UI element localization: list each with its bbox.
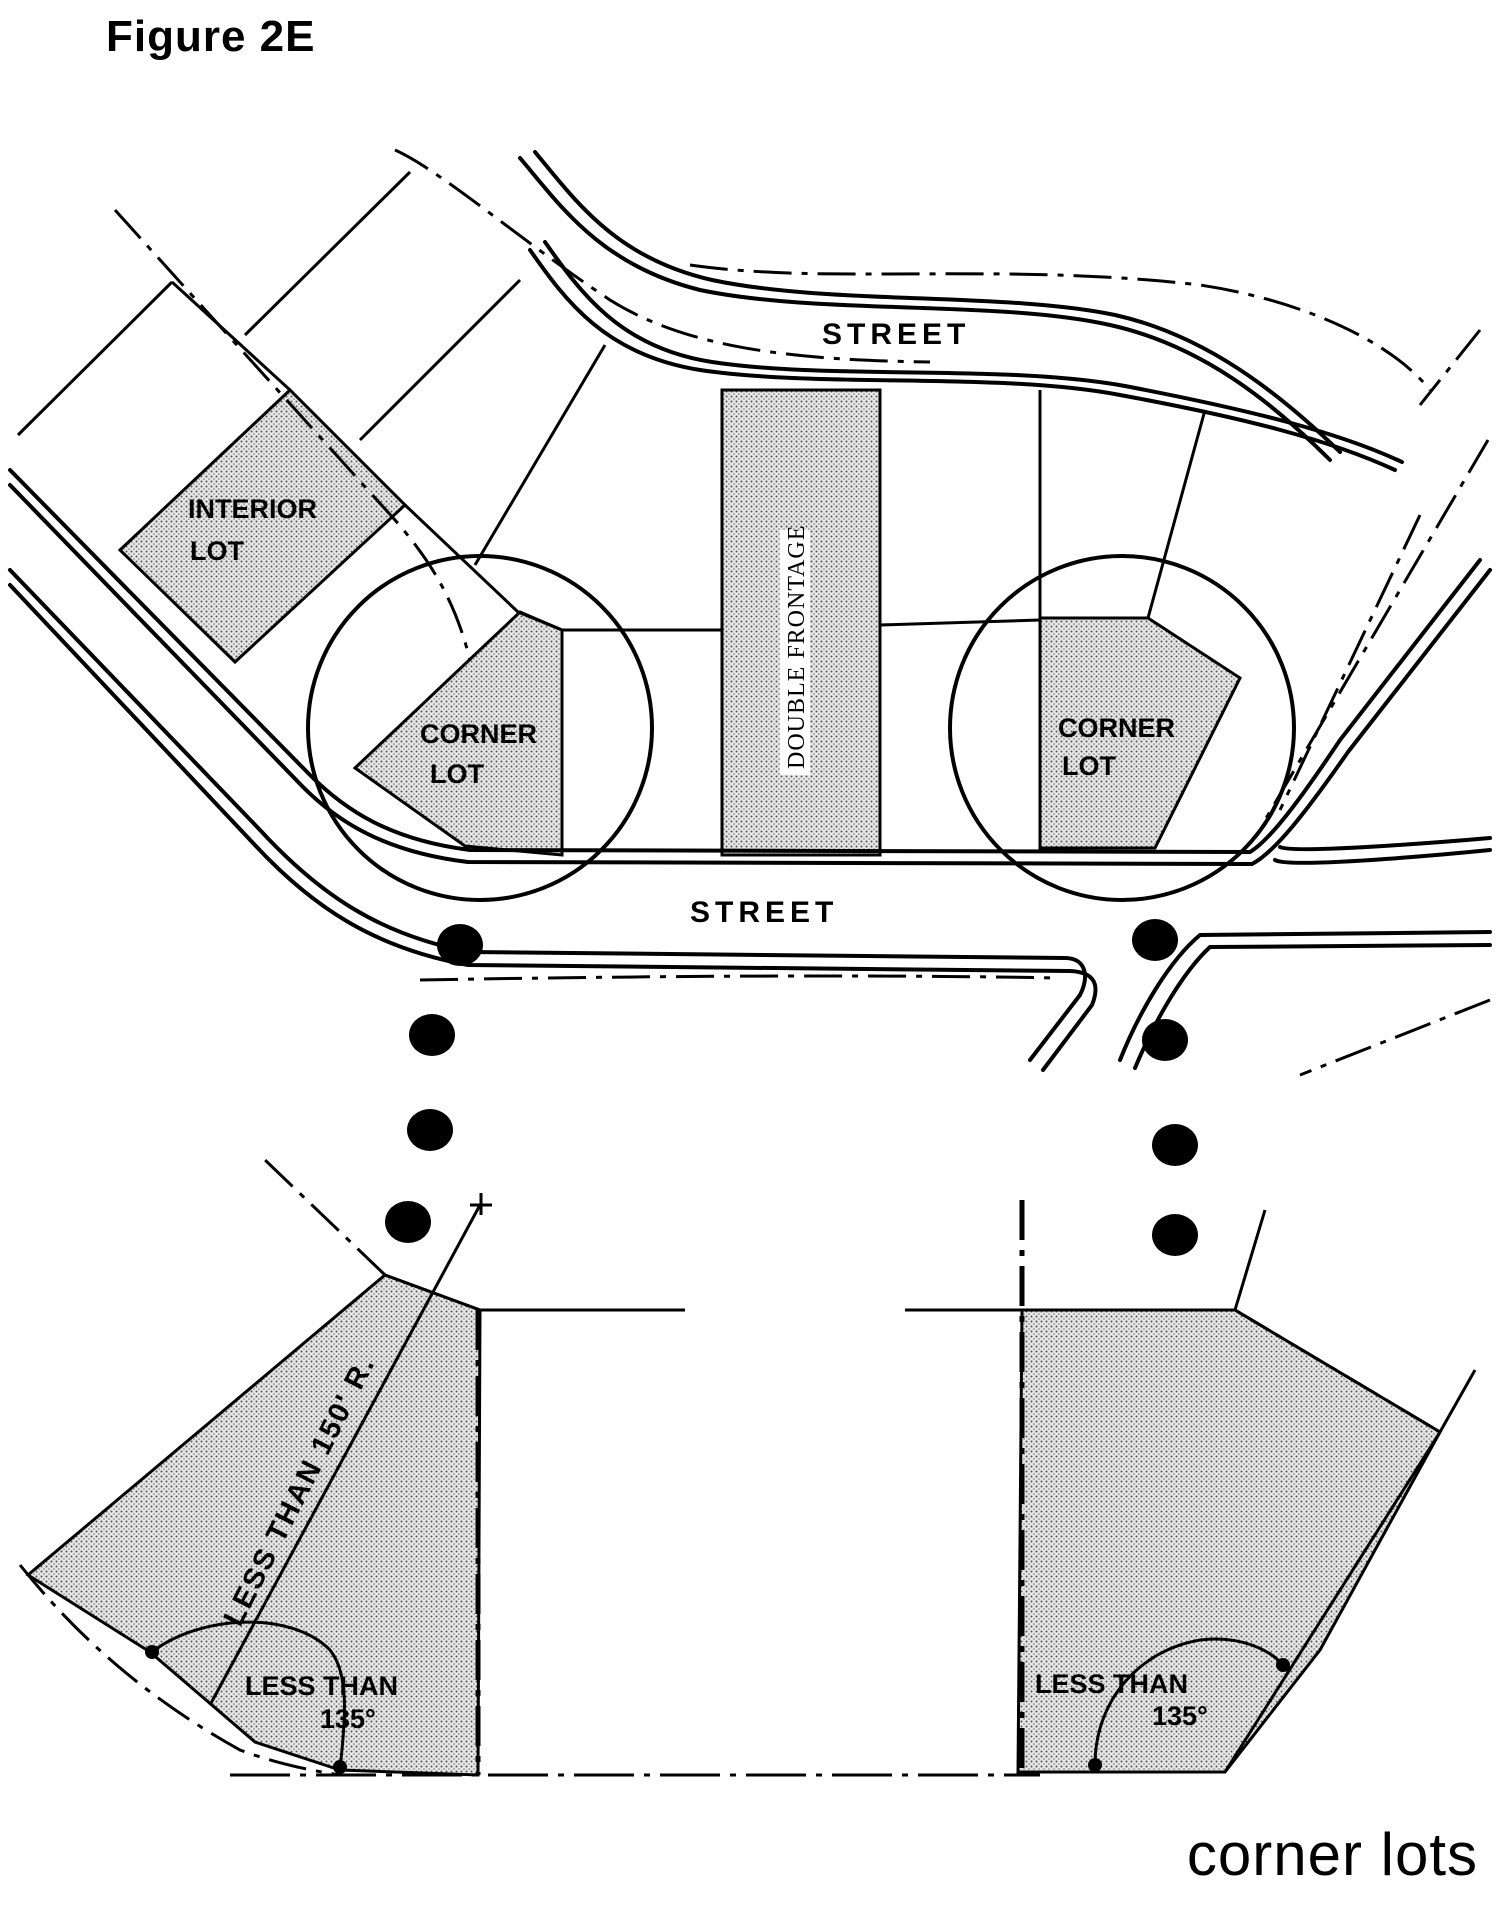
street-label-bottom: STREET — [690, 896, 838, 929]
interior-lot-label-line1: INTERIOR — [188, 494, 317, 524]
corner-lot-right-circle — [948, 554, 1296, 902]
detail-right-lines — [905, 1200, 1477, 1773]
detail-right-lot — [1016, 1308, 1443, 1774]
corner-lot-left-circle — [306, 554, 654, 902]
angle-left-label-line2: 135° — [320, 1704, 376, 1734]
connector-dots — [385, 919, 1198, 1256]
double-frontage-label: DOUBLE FRONTAGE — [784, 525, 810, 769]
caption: corner lots — [1186, 1821, 1478, 1888]
detail-left-lines — [18, 1158, 1040, 1777]
property-lines — [113, 148, 1491, 1077]
corner-lot-left-label-line2: LOT — [430, 759, 484, 789]
corner-lot-left-label-line1: CORNER — [420, 719, 537, 749]
street-label-top: STREET — [822, 318, 970, 351]
corner-lot-right — [1038, 616, 1242, 850]
figure-label: Figure 2E — [106, 12, 316, 61]
angle-right-label-line2: 135° — [1152, 1701, 1208, 1731]
interior-lot-label-line2: LOT — [190, 536, 244, 566]
street-curbs — [8, 150, 1492, 1072]
corner-lot-right-label-line1: CORNER — [1058, 713, 1175, 743]
angle-right-label-line1: LESS THAN — [1035, 1669, 1188, 1699]
angle-left-label-line1: LESS THAN — [245, 1671, 398, 1701]
corner-lot-right-label-line2: LOT — [1062, 751, 1116, 781]
lot-lines — [16, 170, 1207, 855]
interior-lot — [117, 387, 408, 665]
